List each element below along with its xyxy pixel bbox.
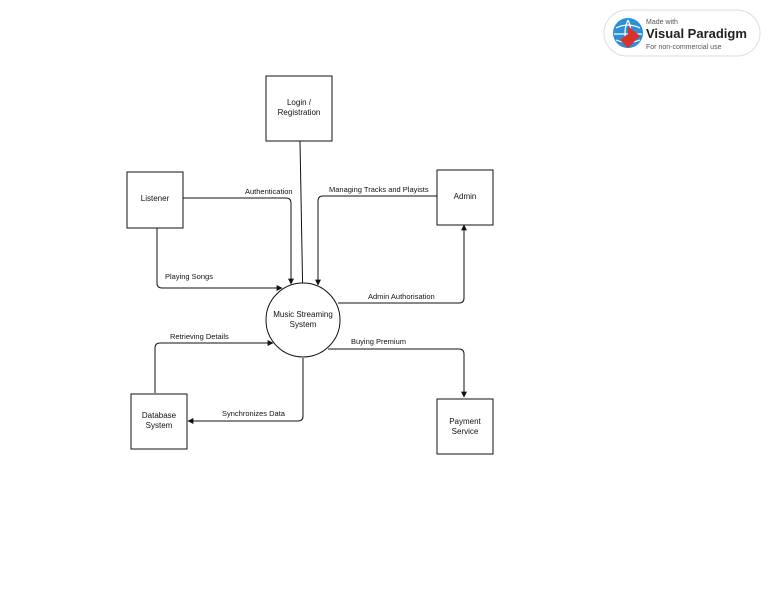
entity-label-line1: Listener — [141, 194, 170, 203]
label-retrieving-details: Retrieving Details — [170, 332, 229, 341]
flow-synchronizes-data — [187, 358, 304, 424]
entity-label-line2: Service — [452, 427, 479, 436]
flow-login-to-system — [299, 140, 306, 308]
entity-box[interactable] — [130, 393, 188, 450]
watermark-made-with: Made with — [646, 19, 678, 26]
entity-label-line1: Payment — [449, 417, 481, 426]
label-authentication: Authentication — [245, 187, 293, 196]
entity-login-registration[interactable]: Login / Registration — [265, 75, 333, 142]
entity-box[interactable] — [436, 398, 494, 455]
watermark-note: For non-commercial use — [646, 44, 722, 51]
flow-labels: Authentication Managing Tracks and Playi… — [165, 185, 435, 418]
visual-paradigm-logo-icon — [613, 18, 643, 48]
flow-retrieving-details — [154, 340, 274, 393]
entity-label-line1: Admin — [454, 192, 477, 201]
process-circle[interactable] — [265, 282, 341, 358]
flow-buying-premium — [328, 348, 467, 398]
entity-listener[interactable]: Listener — [126, 171, 184, 229]
flow-admin-authorisation — [338, 224, 467, 304]
visual-paradigm-watermark: Made with Visual Paradigm For non-commer… — [603, 9, 761, 57]
entity-label-line2: Registration — [278, 108, 321, 117]
entity-label-line2: System — [146, 421, 173, 430]
data-flows — [154, 140, 467, 424]
entity-box[interactable] — [265, 75, 333, 142]
watermark-brand: Visual Paradigm — [646, 26, 747, 41]
entity-box[interactable] — [126, 171, 184, 229]
entity-label-line1: Login / — [287, 98, 312, 107]
process-label-line2: System — [290, 320, 317, 329]
entity-label-line1: Database — [142, 411, 177, 420]
watermark-badge — [603, 9, 761, 57]
label-managing-tracks: Managing Tracks and Playists — [329, 185, 429, 194]
entity-box[interactable] — [436, 169, 494, 226]
flow-authentication — [183, 197, 294, 285]
entity-database-system[interactable]: Database System — [130, 393, 188, 450]
process-label-line1: Music Streaming — [273, 310, 333, 319]
flow-managing-tracks — [315, 195, 437, 286]
label-buying-premium: Buying Premium — [351, 337, 406, 346]
label-synchronizes-data: Synchronizes Data — [222, 409, 286, 418]
process-music-streaming-system[interactable]: Music Streaming System — [265, 282, 341, 358]
label-playing-songs: Playing Songs — [165, 272, 213, 281]
entity-admin[interactable]: Admin — [436, 169, 494, 226]
flow-playing-songs — [156, 228, 283, 291]
entity-payment-service[interactable]: Payment Service — [436, 398, 494, 455]
label-admin-authorisation: Admin Authorisation — [368, 292, 435, 301]
